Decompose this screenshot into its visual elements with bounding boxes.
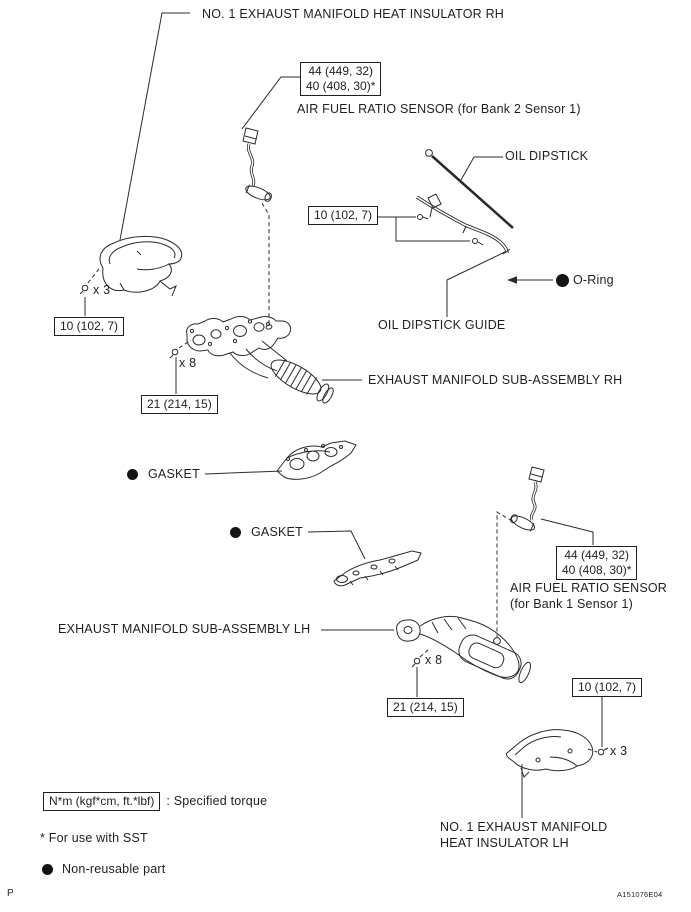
af-sensor-bank2-drawing [242,127,272,202]
torque-box-insulator-lh: 10 (102, 7) [572,678,643,697]
manifold-lh-label: EXHAUST MANIFOLD SUB-ASSEMBLY LH [58,622,311,636]
oil-dipstick-label: OIL DIPSTICK [505,149,589,163]
non-reusable-dot-icon [556,274,569,287]
gasket-upper-drawing [276,440,357,480]
non-reusable-legend-text: Non-reusable part [62,862,166,876]
bolt-icon [472,238,484,246]
non-reusable-dot-icon [127,469,138,480]
figure-id: A151076E04 [617,890,663,899]
non-reusable-dot-icon [230,527,241,538]
af-sensor-bank1-label: AIR FUEL RATIO SENSOR (for Bank 1 Sensor… [510,580,667,612]
assembly-dashed-lines [87,202,598,753]
leader-lines [84,12,603,818]
torque-box-manifold-lh: 21 (214, 15) [387,698,464,717]
oil-dipstick-guide-label: OIL DIPSTICK GUIDE [378,318,506,332]
gasket-lower-label: GASKET [251,525,303,539]
af-sensor-bank1-label-line2: (for Bank 1 Sensor 1) [510,597,634,611]
insulator-rh-bolt-count: x 3 [93,283,111,297]
manifold-rh-label: EXHAUST MANIFOLD SUB-ASSEMBLY RH [368,373,623,387]
torque-legend-text: : Specified torque [166,794,268,808]
o-ring-arrow-icon [507,276,517,284]
sst-note: * For use with SST [40,831,148,845]
torque-legend: N*m (kgf*cm, ft.*lbf) : Specified torque [43,792,267,811]
bolt-icon [79,284,89,295]
bolt-icon [169,348,179,359]
torque-value-sst: 40 (408, 30)* [562,563,632,577]
manifold-rh-drawing [186,316,334,404]
bolt-icons [79,214,609,756]
insulator-lh-bolt-count: x 3 [610,744,628,758]
af-sensor-bank2-label: AIR FUEL RATIO SENSOR (for Bank 2 Sensor… [297,102,581,116]
bolt-icon [411,657,421,668]
bolt-icon [417,214,429,220]
af-sensor-bank1-label-line1: AIR FUEL RATIO SENSOR [510,581,668,595]
bolt-icon [597,747,609,756]
insulator-rh-label: NO. 1 EXHAUST MANIFOLD HEAT INSULATOR RH [202,7,505,21]
insulator-rh-drawing [99,235,183,297]
non-reusable-dot-icon [42,864,53,875]
manifold-lh-drawing [396,615,531,684]
gasket-lower-drawing [333,550,422,587]
insulator-lh-label: NO. 1 EXHAUST MANIFOLD HEAT INSULATOR LH [440,819,607,851]
page-letter: P [7,888,14,899]
torque-box-insulator-rh: 10 (102, 7) [54,317,125,336]
af-sensor-bank1-drawing [510,466,545,532]
oil-dipstick-guide-drawing [416,193,511,255]
torque-box-manifold-rh: 21 (214, 15) [141,395,218,414]
torque-box-af-bank2: 44 (449, 32) 40 (408, 30)* [300,62,382,96]
torque-unit-box: N*m (kgf*cm, ft.*lbf) [43,792,161,811]
manifold-rh-bolt-count: x 8 [179,356,197,370]
gasket-upper-label: GASKET [148,467,200,481]
torque-box-af-bank1: 44 (449, 32) 40 (408, 30)* [556,546,638,580]
torque-value: 44 (449, 32) [564,548,630,562]
torque-value-sst: 40 (408, 30)* [306,79,376,93]
insulator-lh-label-line1: NO. 1 EXHAUST MANIFOLD [440,820,608,834]
manifold-lh-bolt-count: x 8 [425,653,443,667]
insulator-lh-drawing [506,729,594,778]
torque-value: 44 (449, 32) [308,64,374,78]
o-ring-label: O-Ring [573,273,614,287]
insulator-lh-label-line2: HEAT INSULATOR LH [440,836,569,850]
oil-dipstick-drawing [425,149,514,229]
torque-box-dipstick-guide: 10 (102, 7) [308,206,379,225]
